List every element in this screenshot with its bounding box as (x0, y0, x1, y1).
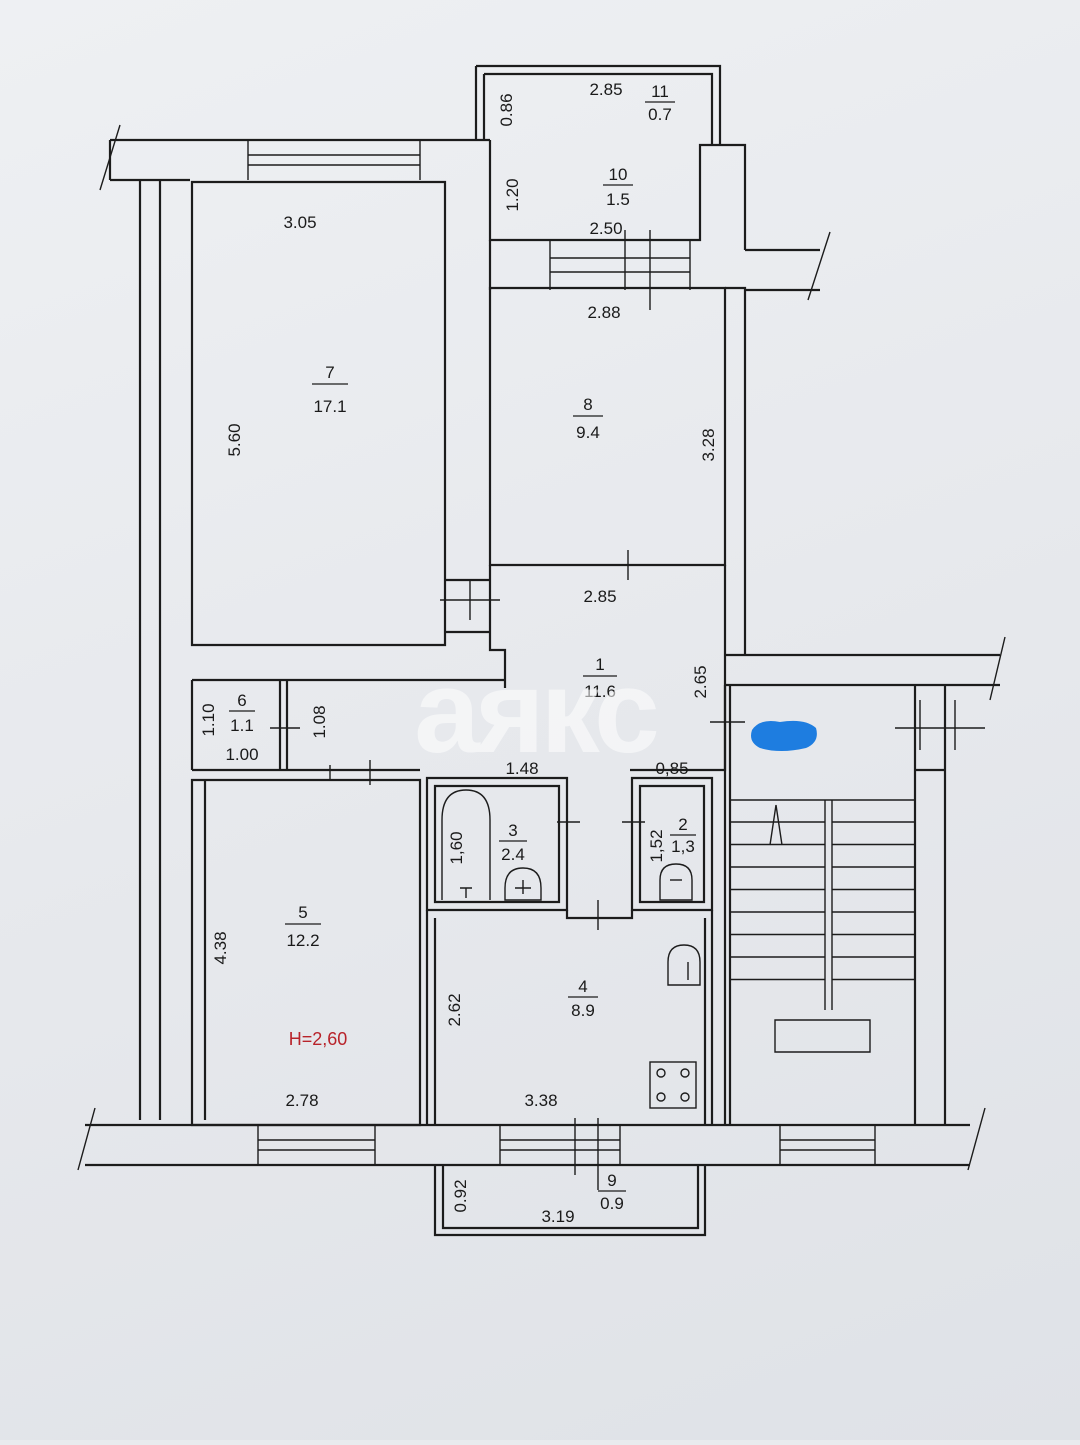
room-area: 12.2 (286, 931, 319, 950)
dim-balcony-depth-upper: 0.86 (497, 93, 516, 126)
room-label-11: 11 0.7 (645, 82, 675, 124)
room-number: 9 (607, 1171, 616, 1190)
room-area: 11.6 (584, 682, 616, 701)
dim-balcony-bottom: 2.50 (589, 219, 622, 238)
dim-loggia-depth: 0.92 (451, 1179, 470, 1212)
dim-room8-width: 2.88 (587, 303, 620, 322)
dim-hall-length: 2.65 (691, 665, 710, 698)
room-area: 9.4 (576, 423, 600, 442)
room-number: 11 (651, 82, 669, 101)
walls (77, 64, 1006, 1237)
room-area: 8.9 (571, 1001, 595, 1020)
dim-bath-width: 1.48 (505, 759, 538, 778)
room-label-7: 7 17.1 (312, 363, 348, 416)
room-area: 0.9 (600, 1194, 624, 1213)
dim-bath-length: 1,60 (447, 831, 466, 864)
room-label-4: 4 8.9 (568, 977, 598, 1020)
dim-room5-length: 4.38 (211, 931, 230, 964)
room-label-3: 3 2.4 (499, 821, 527, 864)
dim-kitchen-width: 3.38 (524, 1091, 557, 1110)
dim-room5-width: 2.78 (285, 1091, 318, 1110)
dim-kitchen-length: 2.62 (445, 993, 464, 1026)
room-area: 0.7 (648, 105, 672, 124)
watermark-logo: аякс (414, 646, 657, 778)
room-label-2: 2 1,3 (670, 815, 696, 856)
dim-room7-width: 3.05 (283, 213, 316, 232)
dim-room7-length: 5.60 (225, 423, 244, 456)
dim-wc-length: 1,52 (647, 829, 666, 862)
room-area: 17.1 (313, 397, 346, 416)
dim-room6-depth: 1.10 (199, 703, 218, 736)
dim-wc-width: 0,85 (655, 759, 688, 778)
room-label-1: 1 11.6 (583, 655, 617, 701)
room-number: 2 (678, 815, 687, 834)
room-number: 10 (609, 165, 628, 184)
room-area: 2.4 (501, 845, 525, 864)
room-number: 8 (583, 395, 592, 414)
ceiling-height-label: Н=2,60 (289, 1029, 348, 1049)
room-label-5: 5 12.2 (285, 903, 321, 950)
dimensions: 2.85 0.86 1.20 2.50 3.05 2.88 5.60 3.28 … (199, 80, 718, 1226)
dim-balcony-depth-lower: 1.20 (503, 178, 522, 211)
room-number: 6 (237, 691, 246, 710)
dim-corridor-depth: 1.08 (310, 705, 329, 738)
room-label-10: 10 1.5 (603, 165, 633, 209)
room-area: 1.5 (606, 190, 630, 209)
dim-loggia-width: 3.19 (541, 1207, 574, 1226)
dim-room8-length: 3.28 (699, 428, 718, 461)
room-label-9: 9 0.9 (598, 1171, 626, 1213)
room-number: 1 (595, 655, 604, 674)
dim-room6-width: 1.00 (225, 745, 258, 764)
stair-steps (730, 821, 915, 981)
room-area: 1,3 (671, 837, 695, 856)
room-label-8: 8 9.4 (573, 395, 603, 442)
room-area: 1.1 (230, 716, 254, 735)
room-number: 5 (298, 903, 307, 922)
dim-balcony-width: 2.85 (589, 80, 622, 99)
room-number: 7 (325, 363, 334, 382)
dim-hall-width: 2.85 (583, 587, 616, 606)
room-number: 4 (578, 977, 587, 996)
highlight-mark (751, 720, 817, 751)
room-number: 3 (508, 821, 517, 840)
room-label-6: 6 1.1 (229, 691, 255, 735)
